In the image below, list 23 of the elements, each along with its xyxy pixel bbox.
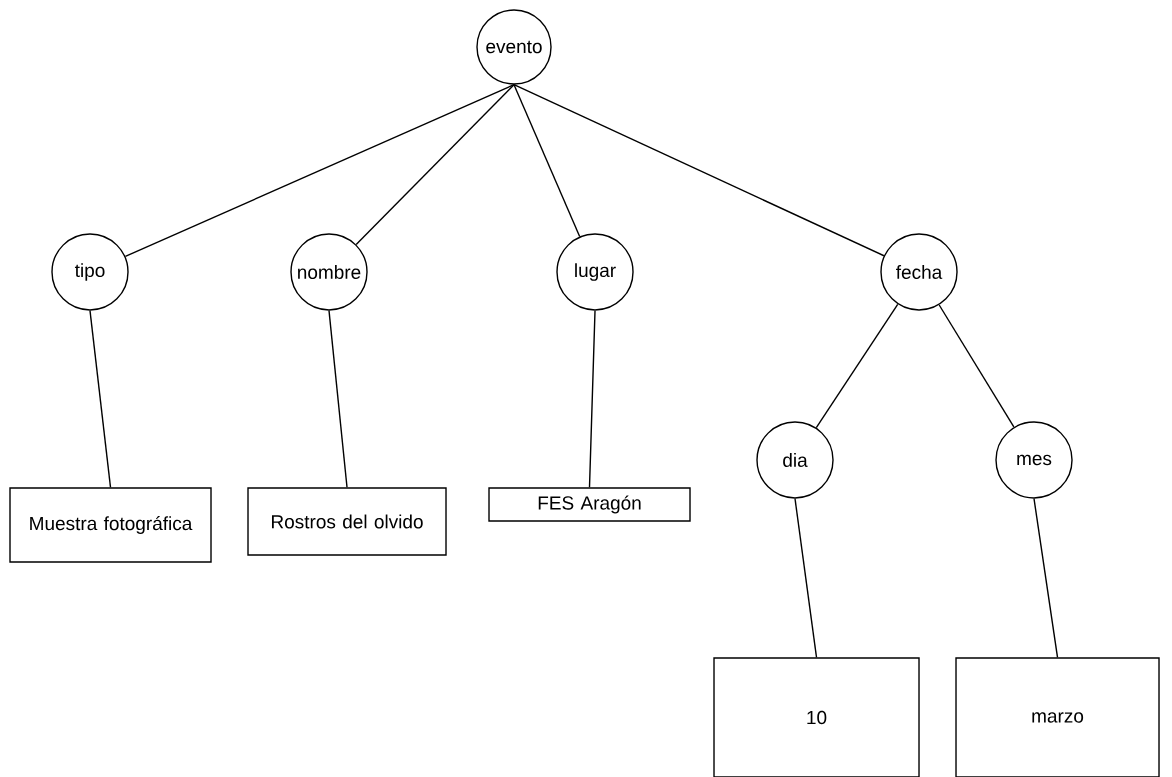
connector-line xyxy=(588,310,596,488)
circle-node: dia xyxy=(756,421,834,499)
value-box: Rostros del olvido xyxy=(247,487,447,556)
connector-line xyxy=(1033,498,1059,658)
connector-line xyxy=(938,304,1015,428)
value-box: FES Aragón xyxy=(488,487,691,522)
circle-node: mes xyxy=(995,421,1073,499)
connector-line xyxy=(355,84,515,246)
circle-node: nombre xyxy=(290,233,368,311)
circle-node: evento xyxy=(476,9,552,85)
connector-line xyxy=(815,303,899,429)
connector-line xyxy=(513,84,885,257)
connector-line xyxy=(328,310,348,488)
value-box: marzo xyxy=(955,657,1160,777)
circle-node: tipo xyxy=(51,233,129,311)
circle-node: fecha xyxy=(880,233,958,311)
connector-line xyxy=(124,84,515,258)
value-box: Muestra fotográfica xyxy=(9,487,212,563)
connector-line xyxy=(89,310,112,488)
circle-node: lugar xyxy=(556,233,634,311)
value-box: 10 xyxy=(713,657,920,777)
connector-line xyxy=(794,498,818,658)
connector-line xyxy=(513,84,581,238)
